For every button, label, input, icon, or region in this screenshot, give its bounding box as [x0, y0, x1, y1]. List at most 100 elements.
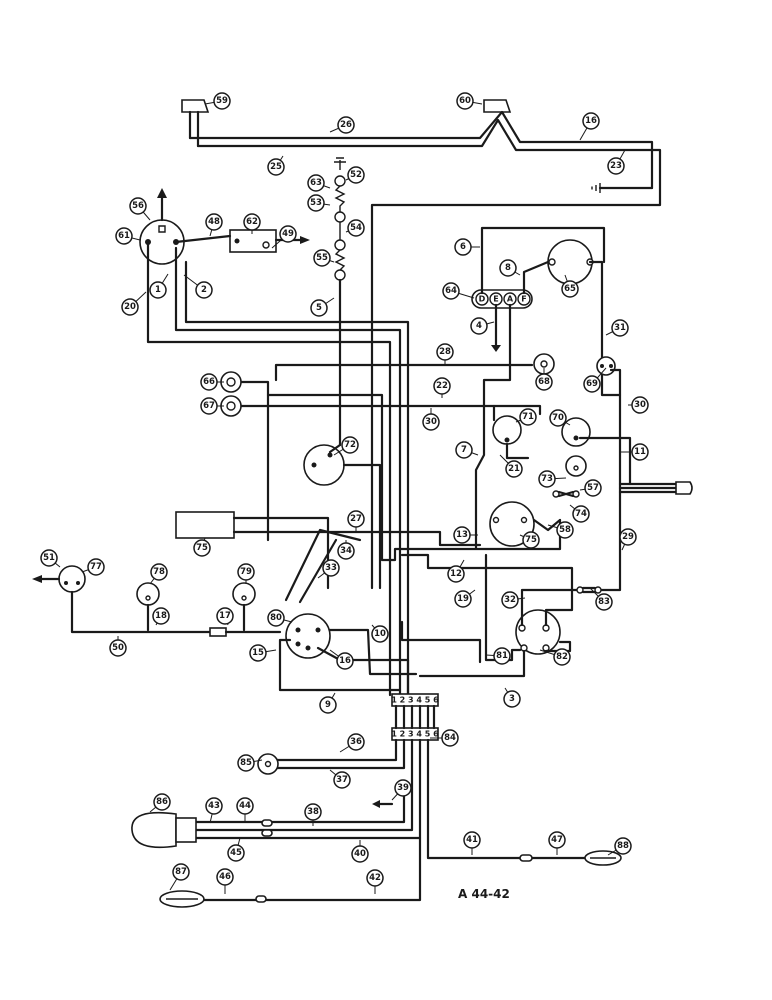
callout-bubble	[121, 298, 139, 316]
callout-bubble	[535, 373, 553, 391]
reg-term-a: A	[507, 295, 514, 304]
callout-label: 88	[617, 841, 629, 851]
callout-bubble	[279, 225, 297, 243]
callout-label: 9	[325, 700, 331, 710]
callout-label: 69	[586, 379, 598, 389]
callout-label: 19	[457, 594, 469, 604]
callout-bubble	[347, 733, 365, 751]
lower-harness	[194, 738, 592, 902]
callout-bubble	[503, 690, 521, 708]
callout-label: 16	[339, 656, 351, 666]
component-73	[565, 455, 587, 477]
switch-74	[552, 490, 580, 498]
callout-c81: 81	[485, 647, 511, 665]
callout-c2: 2	[183, 274, 213, 299]
callout-label: 38	[307, 807, 319, 817]
callout-label: 16	[585, 116, 597, 126]
callout-c11: 11	[620, 443, 649, 461]
callout-bubble	[87, 558, 105, 576]
callout-bubble	[454, 590, 472, 608]
callout-c12: 12	[447, 559, 465, 583]
callout-c6: 6	[454, 238, 480, 256]
callout-bubble	[584, 479, 602, 497]
callout-c27: 27	[347, 510, 365, 532]
callout-c56: 56	[129, 197, 151, 221]
callout-c29: 29	[619, 528, 637, 551]
callout-bubble	[556, 521, 574, 539]
callout-label: 48	[208, 217, 220, 227]
callout-c55: 55	[313, 249, 335, 267]
callout-c23: 23	[607, 149, 626, 175]
callout-label: 34	[340, 546, 352, 556]
callout-c5: 5	[310, 297, 335, 317]
sender-72	[303, 443, 382, 590]
callout-label: 40	[354, 849, 366, 859]
callout-bubble	[436, 343, 454, 361]
callout-c43: 43	[205, 797, 223, 824]
callout-bubble	[237, 754, 255, 772]
callout-bubble	[456, 92, 474, 110]
callout-c44: 44	[236, 797, 254, 823]
callout-bubble	[40, 549, 58, 567]
generator-65	[547, 239, 604, 362]
callout-label: 59	[216, 96, 228, 106]
callout-bubble	[442, 282, 460, 300]
callout-bubble	[236, 797, 254, 815]
callout-bubble	[216, 607, 234, 625]
callout-label: 71	[522, 412, 534, 422]
callout-label: 5	[316, 303, 322, 313]
callout-bubble	[351, 845, 369, 863]
callout-label: 4	[476, 321, 482, 331]
callout-bubble	[149, 281, 167, 299]
callout-c38: 38	[304, 803, 322, 826]
callout-c22: 22	[433, 377, 451, 398]
callout-bubble	[336, 652, 354, 670]
callout-bubble	[454, 238, 472, 256]
callout-bubble	[453, 526, 471, 544]
callout-bubble	[572, 505, 590, 523]
callout-c19: 19	[454, 589, 476, 608]
callout-label: 7	[461, 445, 467, 455]
callout-bubble	[205, 797, 223, 815]
callout-label: 23	[610, 161, 622, 171]
callout-label: 1	[155, 285, 161, 295]
callout-c20: 20	[121, 291, 147, 316]
callout-label: 6	[460, 242, 466, 252]
callout-bubble	[347, 219, 365, 237]
callout-bubble	[433, 377, 451, 395]
lamp-77	[32, 565, 228, 634]
callout-bubble	[519, 408, 537, 426]
lamp-87	[159, 890, 267, 908]
relay-81-82	[400, 553, 582, 678]
horn-right	[483, 99, 512, 113]
callout-bubble	[153, 793, 171, 811]
callout-label: 36	[350, 737, 362, 747]
ignition-switch	[139, 188, 185, 265]
callout-c86: 86	[149, 793, 171, 813]
callout-label: 66	[203, 377, 215, 387]
callout-label: 74	[575, 509, 587, 519]
horn-left	[181, 99, 210, 148]
callout-bubble	[172, 863, 190, 881]
socket-69	[596, 356, 622, 592]
headlamp-86	[131, 811, 273, 849]
callout-label: 72	[344, 440, 356, 450]
callout-label: 41	[466, 835, 478, 845]
callout-label: 87	[175, 867, 187, 877]
callout-c53: 53	[307, 194, 331, 212]
callout-c39: 39	[391, 779, 412, 801]
callout-label: 78	[153, 567, 165, 577]
callout-bubble	[347, 510, 365, 528]
callout-bubble	[195, 281, 213, 299]
callout-bubble	[394, 779, 412, 797]
callout-label: 53	[310, 198, 322, 208]
callout-c1: 1	[149, 273, 169, 299]
callout-label: 57	[587, 483, 599, 493]
callout-bubble	[319, 696, 337, 714]
callout-bubble	[347, 166, 365, 184]
callout-label: 3	[509, 694, 515, 704]
callout-c18: 18	[152, 607, 170, 626]
callout-bubble	[505, 460, 523, 478]
callout-c83: 83	[589, 587, 613, 611]
callout-c41: 41	[463, 831, 481, 855]
